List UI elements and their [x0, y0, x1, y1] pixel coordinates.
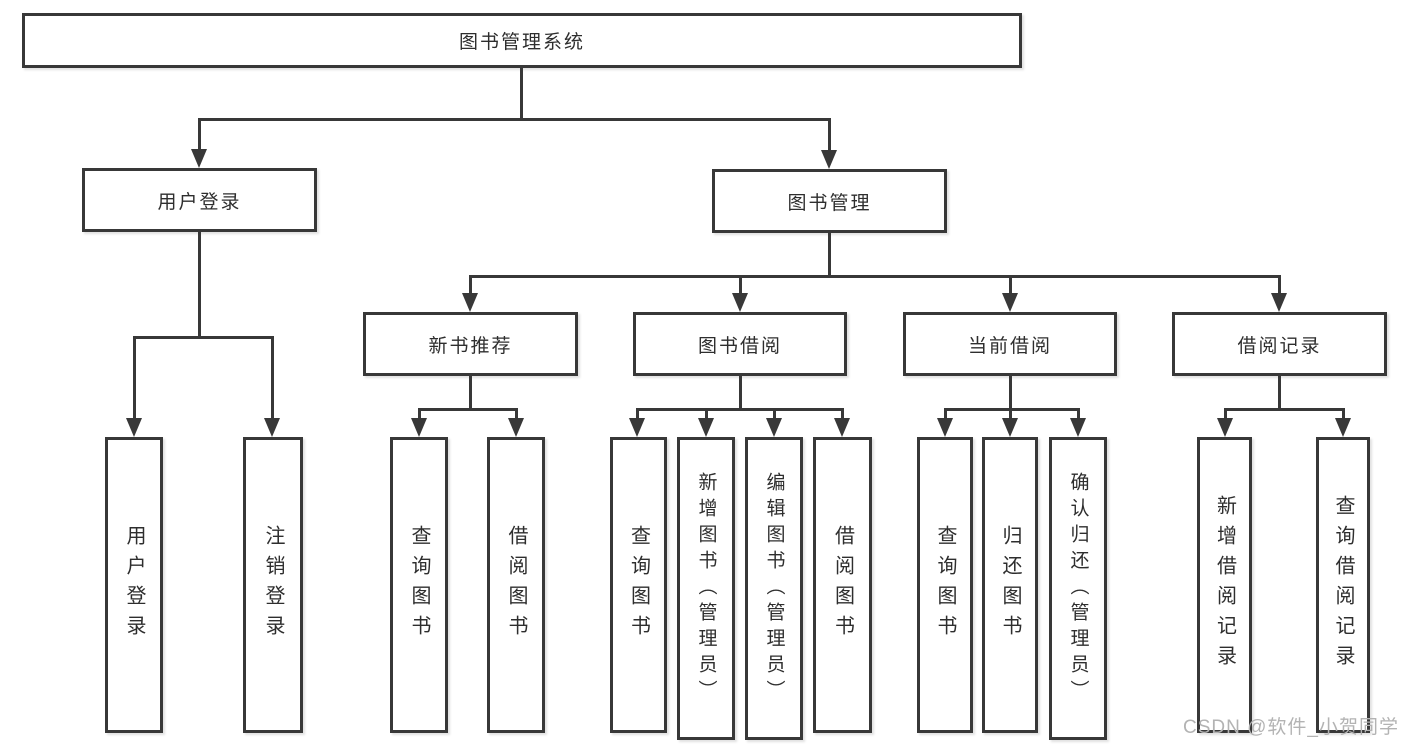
leaf-query-books-current: 查询图书	[917, 437, 973, 733]
node-current-borrowing: 当前借阅	[903, 312, 1117, 376]
leaf-logout: 注销登录	[243, 437, 303, 733]
node-root-label: 图书管理系统	[458, 32, 585, 53]
connector-line	[739, 376, 742, 408]
arrow-down-icon	[1335, 418, 1351, 437]
arrow-down-icon	[937, 418, 953, 437]
connector-line	[198, 118, 831, 121]
arrow-down-icon	[411, 418, 427, 437]
connector-line	[1342, 408, 1345, 420]
arrow-down-icon	[508, 418, 524, 437]
node-new-book-recommend: 新书推荐	[363, 312, 578, 376]
connector-line	[636, 408, 843, 411]
arrow-down-icon	[732, 293, 748, 312]
arrow-down-icon	[462, 293, 478, 312]
connector-line	[1077, 408, 1080, 420]
node-root: 图书管理系统	[22, 13, 1022, 68]
connector-line	[1224, 408, 1344, 411]
arrow-down-icon	[766, 418, 782, 437]
leaf-edit-books-admin: 编辑图书（管理员）	[745, 437, 803, 740]
node-current-borrowing-label: 当前借阅	[967, 335, 1052, 357]
leaf-user-login-label: 用户登录	[123, 525, 145, 645]
node-book-management-label: 图书管理	[787, 192, 872, 214]
node-new-book-recommend-label: 新书推荐	[428, 335, 513, 357]
arrow-down-icon	[629, 418, 645, 437]
connector-line	[520, 68, 523, 118]
connector-line	[828, 233, 831, 275]
connector-line	[1009, 408, 1012, 420]
leaf-query-borrow-record: 查询借阅记录	[1316, 437, 1370, 733]
leaf-logout-label: 注销登录	[262, 525, 284, 645]
connector-line	[1278, 376, 1281, 408]
leaf-query-borrow-record-label: 查询借阅记录	[1332, 495, 1354, 675]
arrow-down-icon	[1002, 418, 1018, 437]
arrow-down-icon	[1217, 418, 1233, 437]
arrow-down-icon	[834, 418, 850, 437]
leaf-query-books-borrow-label: 查询图书	[627, 525, 650, 645]
arrow-down-icon	[1271, 293, 1287, 312]
arrow-down-icon	[126, 418, 142, 437]
watermark: CSDN @软件_小贺同学	[1183, 717, 1399, 738]
arrow-down-icon	[1002, 293, 1018, 312]
arrow-down-icon	[191, 149, 207, 168]
leaf-borrow-books-recommend: 借阅图书	[487, 437, 545, 733]
connector-line	[828, 118, 831, 151]
leaf-borrow-books-recommend-label: 借阅图书	[505, 525, 527, 645]
leaf-add-books-admin-label: 新增图书（管理员）	[695, 471, 717, 706]
connector-line	[198, 118, 201, 151]
arrow-down-icon	[821, 150, 837, 169]
leaf-query-books-recommend-label: 查询图书	[408, 525, 430, 645]
connector-line	[418, 408, 421, 420]
arrow-down-icon	[1070, 418, 1086, 437]
node-borrowing-records-label: 借阅记录	[1237, 335, 1322, 357]
connector-line	[773, 408, 776, 420]
connector-line	[841, 408, 844, 420]
connector-line	[515, 408, 518, 420]
node-book-management: 图书管理	[712, 169, 947, 233]
node-book-borrowing-label: 图书借阅	[697, 335, 782, 357]
leaf-confirm-return-admin-label: 确认归还（管理员）	[1067, 471, 1089, 706]
connector-line	[705, 408, 708, 420]
connector-line	[469, 275, 1281, 278]
leaf-query-books-recommend: 查询图书	[390, 437, 448, 733]
node-user-login: 用户登录	[82, 168, 317, 232]
leaf-edit-books-admin-label: 编辑图书（管理员）	[763, 471, 785, 706]
connector-line	[1009, 275, 1012, 295]
connector-line	[636, 408, 639, 420]
connector-line	[469, 376, 472, 408]
arrow-down-icon	[264, 418, 280, 437]
node-user-login-label: 用户登录	[157, 191, 242, 213]
leaf-borrow-books: 借阅图书	[813, 437, 872, 733]
connector-line	[1224, 408, 1227, 420]
arrow-down-icon	[698, 418, 714, 437]
leaf-user-login: 用户登录	[105, 437, 163, 733]
node-book-borrowing: 图书借阅	[633, 312, 847, 376]
leaf-add-borrow-record: 新增借阅记录	[1197, 437, 1252, 733]
connector-line	[271, 336, 274, 419]
leaf-add-books-admin: 新增图书（管理员）	[677, 437, 735, 740]
connector-line	[739, 275, 742, 295]
connector-line	[418, 408, 517, 411]
leaf-add-borrow-record-label: 新增借阅记录	[1213, 495, 1236, 675]
connector-line	[469, 275, 472, 295]
connector-line	[944, 408, 947, 420]
leaf-return-books: 归还图书	[982, 437, 1038, 733]
connector-line	[1009, 376, 1012, 408]
connector-line	[133, 336, 273, 339]
leaf-query-books-borrow: 查询图书	[610, 437, 667, 733]
connector-line	[1278, 275, 1281, 295]
connector-line	[133, 336, 136, 419]
connector-line	[198, 232, 201, 336]
leaf-query-books-current-label: 查询图书	[934, 525, 956, 645]
leaf-borrow-books-label: 借阅图书	[831, 525, 854, 645]
leaf-return-books-label: 归还图书	[999, 525, 1021, 645]
leaf-confirm-return-admin: 确认归还（管理员）	[1049, 437, 1107, 740]
node-borrowing-records: 借阅记录	[1172, 312, 1387, 376]
